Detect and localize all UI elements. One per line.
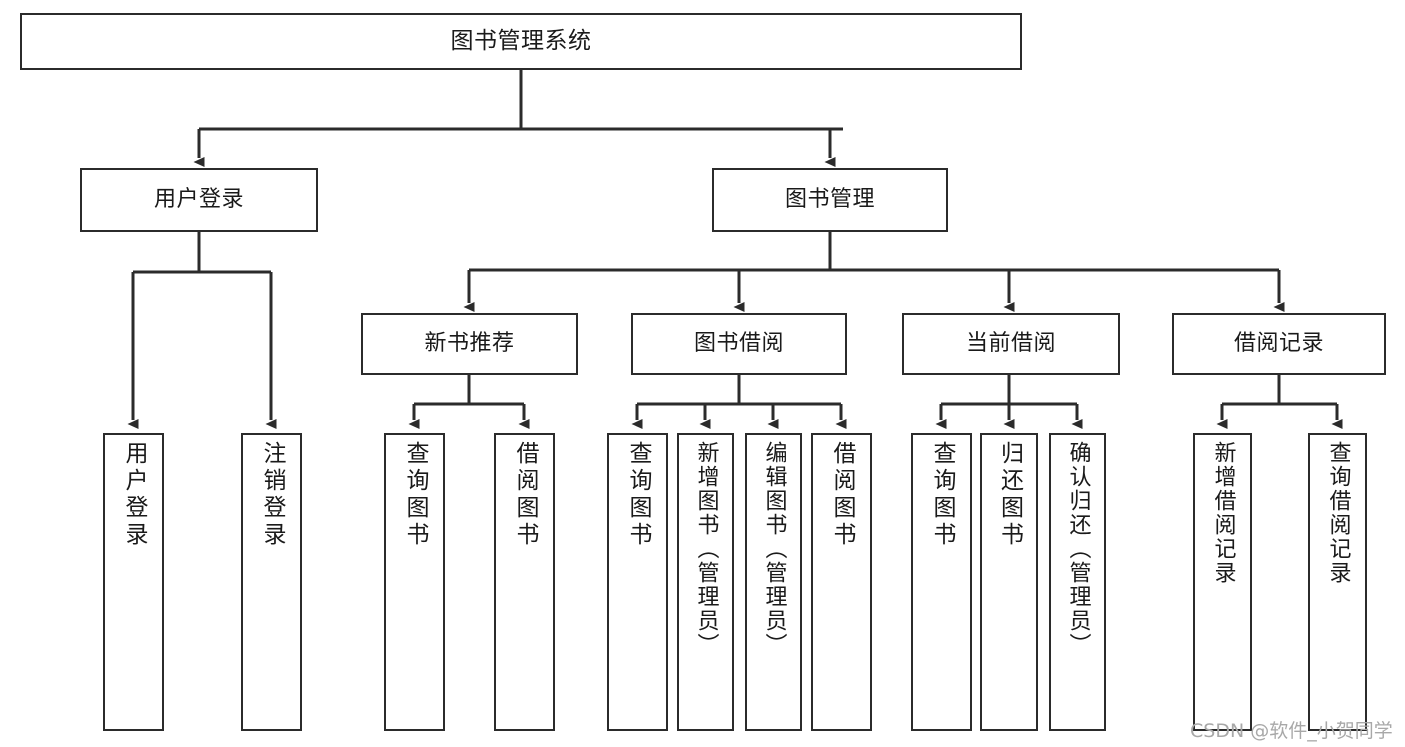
node-label: 新书推荐 (424, 331, 515, 357)
node-label: 查询借阅记录 (1325, 441, 1351, 585)
leaf-query-borrow-record[interactable]: 查询借阅记录 (1308, 433, 1367, 731)
node-label: 编辑图书（管理员） (761, 441, 787, 657)
leaf-edit-book-admin[interactable]: 编辑图书（管理员） (745, 433, 802, 731)
leaf-borrow-book[interactable]: 借阅图书 (811, 433, 872, 731)
node-label: 新增图书（管理员） (693, 441, 719, 657)
node-label: 借阅图书 (829, 441, 855, 549)
node-root-book-management-system[interactable]: 图书管理系统 (20, 13, 1022, 70)
node-label: 图书借阅 (693, 331, 784, 357)
node-book-borrow[interactable]: 图书借阅 (631, 313, 847, 375)
leaf-query-book-current[interactable]: 查询图书 (911, 433, 972, 731)
node-label: 图书管理 (784, 187, 875, 213)
leaf-add-borrow-record[interactable]: 新增借阅记录 (1193, 433, 1252, 731)
node-label: 借阅记录 (1233, 331, 1324, 357)
node-book-management[interactable]: 图书管理 (712, 168, 948, 232)
leaf-borrow-book-new-rec[interactable]: 借阅图书 (494, 433, 555, 731)
leaf-add-book-admin[interactable]: 新增图书（管理员） (677, 433, 734, 731)
node-borrow-record[interactable]: 借阅记录 (1172, 313, 1386, 375)
leaf-confirm-return-admin[interactable]: 确认归还（管理员） (1049, 433, 1106, 731)
node-label: 注销登录 (259, 441, 285, 549)
leaf-query-book-new-rec[interactable]: 查询图书 (384, 433, 445, 731)
leaf-query-book-borrow[interactable]: 查询图书 (607, 433, 668, 731)
node-label: 归还图书 (996, 441, 1023, 549)
node-user-login[interactable]: 用户登录 (80, 168, 318, 232)
node-label: 新增借阅记录 (1210, 441, 1236, 585)
node-label: 用户登录 (121, 441, 147, 549)
node-label: 当前借阅 (965, 331, 1056, 357)
leaf-return-book[interactable]: 归还图书 (980, 433, 1038, 731)
node-new-book-recommendation[interactable]: 新书推荐 (361, 313, 578, 375)
node-label: 确认归还（管理员） (1065, 441, 1091, 657)
node-label: 借阅图书 (512, 441, 538, 549)
node-current-borrow[interactable]: 当前借阅 (902, 313, 1120, 375)
node-label: 查询图书 (402, 441, 428, 549)
csdn-watermark: CSDN @软件_小贺同学 (1190, 720, 1393, 742)
leaf-user-login[interactable]: 用户登录 (103, 433, 164, 731)
node-label: 查询图书 (625, 441, 651, 549)
node-label: 用户登录 (153, 187, 244, 213)
leaf-logout[interactable]: 注销登录 (241, 433, 302, 731)
node-label: 图书管理系统 (450, 27, 592, 54)
node-label: 查询图书 (929, 441, 955, 549)
